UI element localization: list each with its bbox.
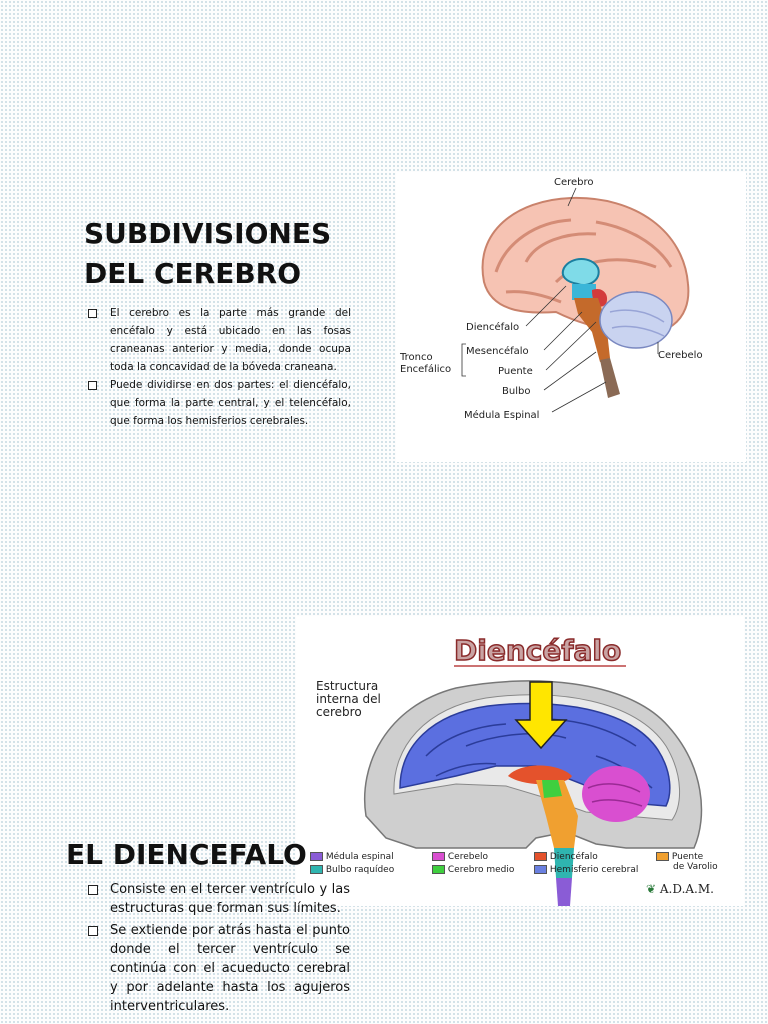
legend-swatch: [432, 852, 445, 861]
legend-label: Cerebro medio: [447, 865, 515, 875]
legend-item: Puente de Varolio: [656, 852, 718, 872]
bullet-text: El cerebro es la parte más grande del en…: [110, 307, 351, 373]
section1-title-line1: SUBDIVISIONES: [84, 217, 332, 250]
legend-item: Cerebro medio: [432, 865, 514, 875]
label-medula: Médula Espinal: [464, 409, 539, 421]
legend-item: Diencéfalo: [534, 852, 598, 862]
label-cerebelo: Cerebelo: [658, 350, 703, 361]
diencefalo-figure: Diencéfalo Estructura interna del cerebr…: [296, 616, 744, 906]
bullet-text: Se extiende por atrás hasta el punto don…: [110, 923, 350, 1014]
legend-item: Bulbo raquídeo: [310, 865, 394, 875]
diencefalo-diagram: Diencéfalo Estructura interna del cerebr…: [296, 616, 744, 906]
section1-title-line2: DEL CEREBRO: [84, 257, 302, 290]
section1-bullet-list: El cerebro es la parte más grande del en…: [86, 304, 351, 430]
section2-bullet-list: Consiste en el tercer ventrículo y las e…: [86, 880, 350, 1019]
adam-brand: ❦ A.D.A.M.: [646, 882, 714, 896]
bullet-text: Puede dividirse en dos partes: el diencé…: [110, 379, 351, 427]
legend-label: Diencéfalo: [549, 852, 598, 862]
figure2-subtitle-line2: interna del: [316, 692, 381, 706]
legend-swatch: [656, 852, 669, 861]
checkbox-bullet-icon: [88, 381, 97, 390]
checkbox-bullet-icon: [88, 309, 97, 318]
list-item: Se extiende por atrás hasta el punto don…: [86, 921, 350, 1016]
label-encefalico: Encefálico: [400, 363, 451, 375]
label-puente: Puente: [498, 366, 533, 377]
brain-sagittal-figure: Cerebro Diencéfalo Tronco Encefálico Mes…: [396, 172, 746, 462]
figure2-subtitle-line3: cerebro: [316, 705, 362, 719]
adam-brand-text: A.D.A.M.: [659, 882, 714, 896]
brain-sagittal-diagram: Cerebro Diencéfalo Tronco Encefálico Mes…: [399, 177, 703, 421]
section2-title: EL DIENCEFALO: [66, 838, 307, 871]
label-tronco: Tronco: [399, 352, 433, 363]
legend-swatch: [310, 852, 323, 861]
list-item: El cerebro es la parte más grande del en…: [86, 304, 351, 376]
legend-label: Cerebelo: [447, 852, 488, 862]
legend-item: Cerebelo: [432, 852, 488, 862]
legend-label: Hemisferio cerebral: [549, 865, 639, 875]
figure2-title: Diencéfalo: [454, 634, 621, 667]
legend-label: Puente: [671, 852, 704, 862]
list-item: Consiste en el tercer ventrículo y las e…: [86, 880, 350, 918]
label-cerebro: Cerebro: [554, 177, 594, 188]
legend-label: Bulbo raquídeo: [325, 865, 395, 875]
list-item: Puede dividirse en dos partes: el diencé…: [86, 376, 351, 430]
legend-swatch: [310, 865, 323, 874]
legend-item: Hemisferio cerebral: [534, 865, 638, 875]
legend-label-extra: de Varolio: [673, 862, 718, 872]
label-diencefalo: Diencéfalo: [466, 321, 519, 333]
checkbox-bullet-icon: [88, 926, 98, 936]
legend-swatch: [534, 852, 547, 861]
legend-label: Médula espinal: [325, 852, 394, 862]
legend-swatch: [534, 865, 547, 874]
figure2-legend: Médula espinal Bulbo raquídeo Cerebelo C…: [310, 852, 730, 902]
checkbox-bullet-icon: [88, 885, 98, 895]
adam-leaf-icon: ❦: [646, 882, 657, 896]
label-mesencefalo: Mesencéfalo: [466, 345, 529, 357]
legend-swatch: [432, 865, 445, 874]
figure2-subtitle-line1: Estructura: [316, 679, 378, 693]
bullet-text: Consiste en el tercer ventrículo y las e…: [110, 882, 350, 916]
section1-title: SUBDIVISIONES DEL CEREBRO: [84, 214, 331, 294]
legend-item: Médula espinal: [310, 852, 394, 862]
label-bulbo: Bulbo: [502, 386, 530, 397]
